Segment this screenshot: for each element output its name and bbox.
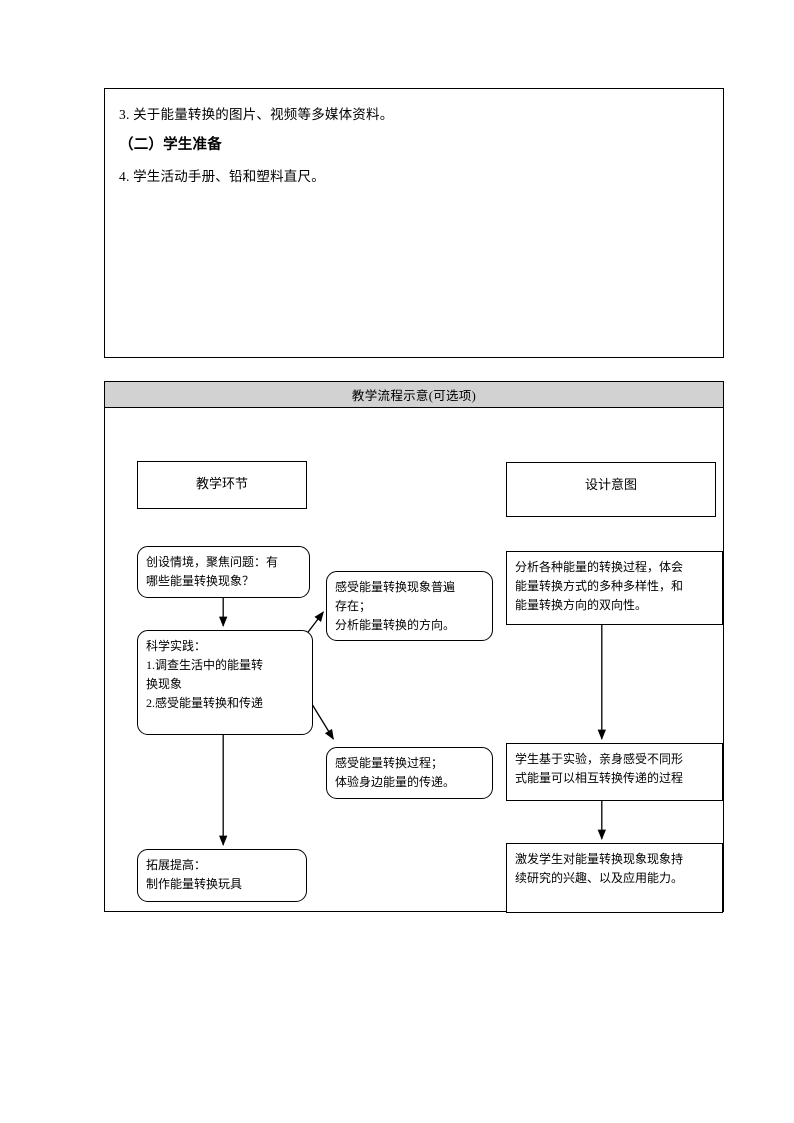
- preparation-table: 3. 关于能量转换的图片、视频等多媒体资料。 （二）学生准备 4. 学生活动手册…: [104, 88, 724, 358]
- column-header-design-intent-label: 设计意图: [584, 477, 637, 492]
- flow-node-analyze-conversion-text: 分析各种能量的转换过程，体会 能量转换方式的多种多样性，和 能量转换方向的双向性…: [515, 560, 684, 612]
- preparation-content: 3. 关于能量转换的图片、视频等多媒体资料。 （二）学生准备 4. 学生活动手册…: [105, 89, 723, 192]
- teaching-flow-header: 教学流程示意(可选项): [105, 382, 723, 408]
- column-header-teaching-steps: 教学环节: [137, 461, 307, 509]
- preparation-subheading-student: （二）学生准备: [119, 137, 222, 153]
- flow-node-experiment-experience: 学生基于实验，亲身感受不同形 式能量可以相互转换传递的过程: [506, 743, 723, 801]
- flow-node-feel-phenomenon: 感受能量转换现象普遍 存在； 分析能量转换的方向。: [326, 571, 493, 641]
- column-header-teaching-steps-label: 教学环节: [195, 476, 248, 491]
- flow-node-science-practice-text: 科学实践： 1.调查生活中的能量转 换现象 2.感受能量转换和传递: [146, 639, 264, 710]
- flow-node-create-situation-text: 创设情境，聚焦问题：有 哪些能量转换现象？: [146, 555, 279, 588]
- flow-node-science-practice: 科学实践： 1.调查生活中的能量转 换现象 2.感受能量转换和传递: [137, 630, 313, 735]
- flow-node-inspire-interest: 激发学生对能量转换现象现象持 续研究的兴趣、以及应用能力。: [506, 843, 723, 913]
- flow-node-experiment-experience-text: 学生基于实验，亲身感受不同形 式能量可以相互转换传递的过程: [515, 752, 684, 785]
- flow-node-feel-phenomenon-text: 感受能量转换现象普遍 存在； 分析能量转换的方向。: [335, 580, 456, 632]
- flow-node-feel-process-text: 感受能量转换过程； 体验身边能量的传递。: [335, 756, 456, 789]
- teaching-flow-table: 教学流程示意(可选项) 教学环节: [104, 381, 724, 913]
- flow-node-analyze-conversion: 分析各种能量的转换过程，体会 能量转换方式的多种多样性，和 能量转换方向的双向性…: [506, 551, 723, 625]
- flow-node-inspire-interest-text: 激发学生对能量转换现象现象持 续研究的兴趣、以及应用能力。: [515, 852, 684, 885]
- preparation-line-4: 4. 学生活动手册、铅和塑料直尺。: [119, 169, 325, 184]
- flow-node-feel-process: 感受能量转换过程； 体验身边能量的传递。: [326, 747, 493, 799]
- flow-node-create-situation: 创设情境，聚焦问题：有 哪些能量转换现象？: [137, 546, 310, 598]
- flow-node-extend-improve: 拓展提高： 制作能量转换玩具: [137, 849, 307, 902]
- preparation-line-3: 3. 关于能量转换的图片、视频等多媒体资料。: [119, 107, 394, 122]
- teaching-flow-canvas: 教学环节 设计意图 创设情境，聚焦问题：有 哪些能量转换现象？ 科学实践： 1.…: [105, 408, 723, 913]
- column-header-design-intent: 设计意图: [506, 462, 716, 517]
- flow-node-extend-improve-text: 拓展提高： 制作能量转换玩具: [146, 858, 243, 891]
- teaching-flow-header-label: 教学流程示意(可选项): [351, 389, 477, 403]
